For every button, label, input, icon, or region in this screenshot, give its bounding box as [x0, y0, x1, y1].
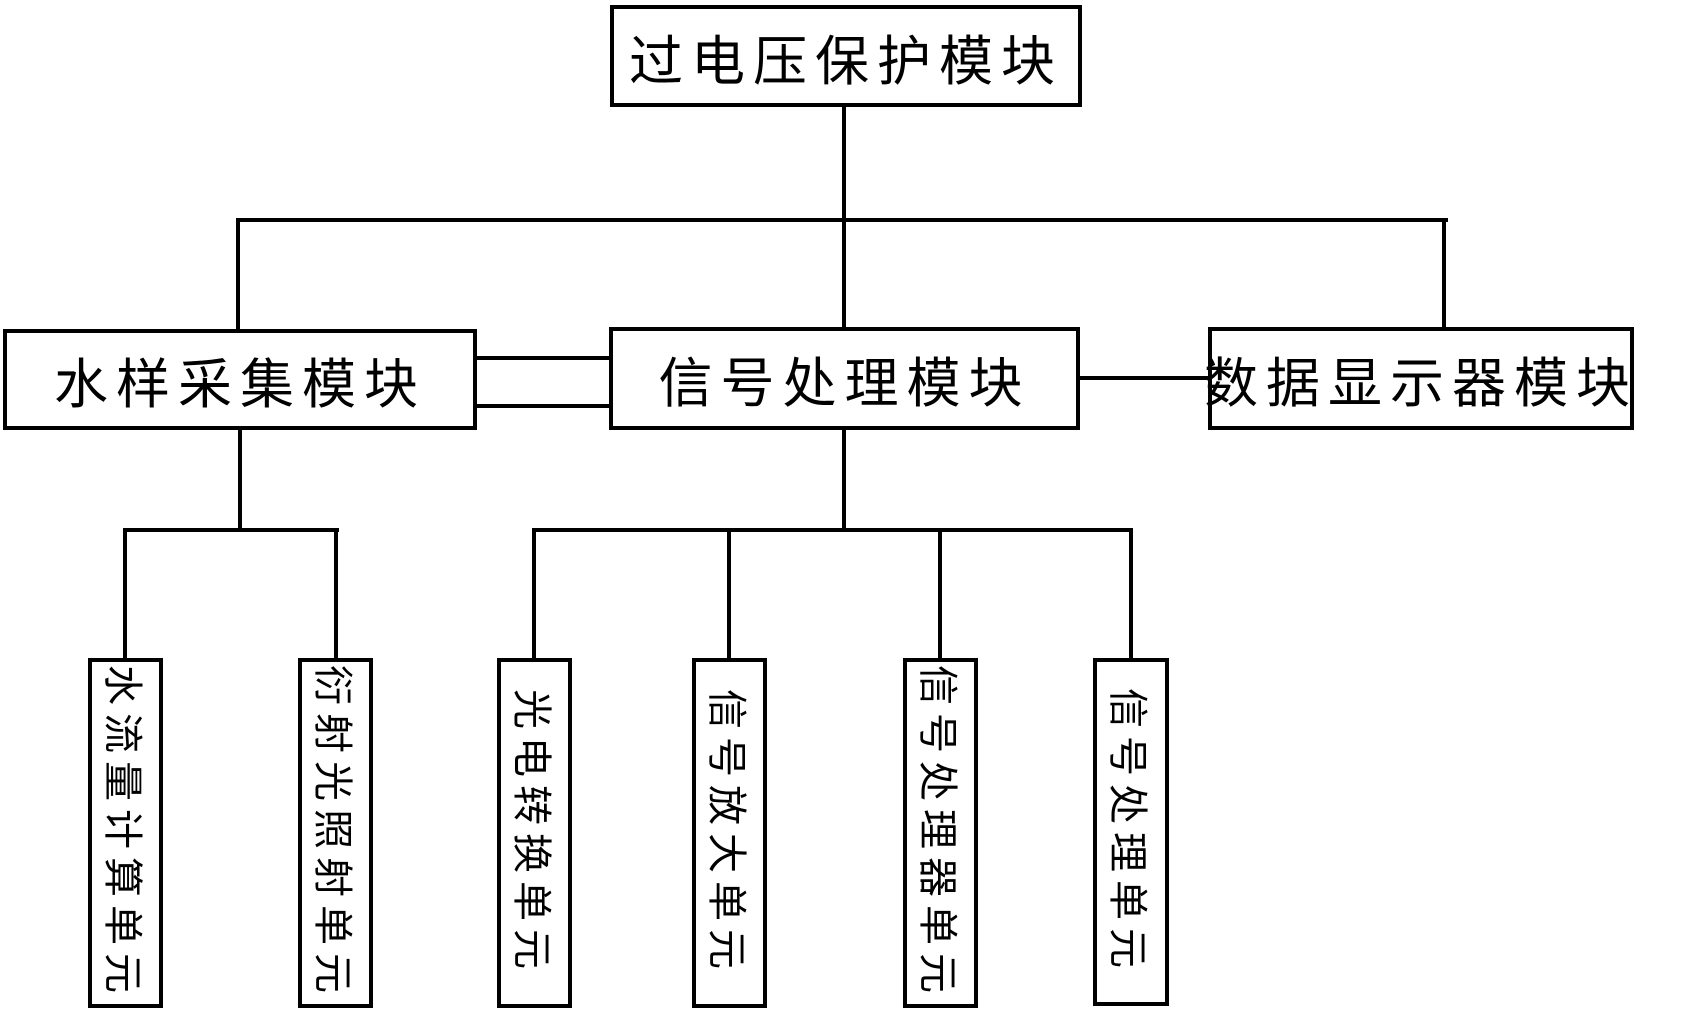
connector-bus-to-right-module [1442, 218, 1446, 329]
water-flow-calculation-unit-box: 水流量计算单元 [88, 658, 163, 1008]
connector-bus-to-center-module [842, 218, 846, 329]
data-display-module-box: 数据显示器模块 [1204, 327, 1634, 430]
connector-center-module-down [842, 428, 846, 532]
connector-left-module-down [238, 428, 242, 532]
connector-drop-unit3 [532, 528, 536, 660]
diffraction-light-irradiation-unit-label: 衍射光照射单元 [308, 665, 355, 1001]
connector-top-to-bus [842, 105, 846, 222]
signal-processing-module-box: 信号处理模块 [609, 327, 1080, 430]
connector-center-right [1078, 376, 1210, 380]
water-flow-calculation-unit-label: 水流量计算单元 [98, 665, 145, 1001]
signal-processor-unit-box: 信号处理器单元 [903, 658, 978, 1008]
water-sample-collection-module-box: 水样采集模块 [3, 329, 477, 430]
data-display-module-label: 数据显示器模块 [1204, 352, 1638, 415]
connector-left-subtree-horizontal [123, 528, 339, 532]
photoelectric-conversion-unit-label: 光电转换单元 [507, 689, 554, 977]
connector-drop-unit1 [123, 528, 127, 660]
connector-drop-unit6 [1129, 528, 1133, 660]
connector-drop-unit2 [334, 528, 338, 660]
signal-processing-unit-box: 信号处理单元 [1093, 658, 1169, 1006]
signal-processing-unit-label: 信号处理单元 [1104, 688, 1150, 976]
signal-amplification-unit-label: 信号放大单元 [702, 689, 749, 977]
signal-amplification-unit-box: 信号放大单元 [692, 658, 767, 1008]
connector-drop-unit5 [938, 528, 942, 660]
connector-left-center-double-upper [475, 356, 611, 360]
photoelectric-conversion-unit-box: 光电转换单元 [497, 658, 572, 1008]
connector-bus-to-left-module [236, 218, 240, 331]
water-sample-collection-module-label: 水样采集模块 [54, 353, 426, 416]
diffraction-light-irradiation-unit-box: 衍射光照射单元 [298, 658, 373, 1008]
overvoltage-protection-module-box: 过电压保护模块 [610, 5, 1082, 107]
connector-left-center-double-lower [475, 404, 611, 408]
connector-drop-unit4 [727, 528, 731, 660]
connector-center-subtree-horizontal [532, 528, 1133, 532]
overvoltage-protection-module-label: 过电压保护模块 [629, 29, 1063, 93]
signal-processing-module-label: 信号处理模块 [658, 352, 1031, 415]
signal-processor-unit-label: 信号处理器单元 [913, 665, 960, 1001]
